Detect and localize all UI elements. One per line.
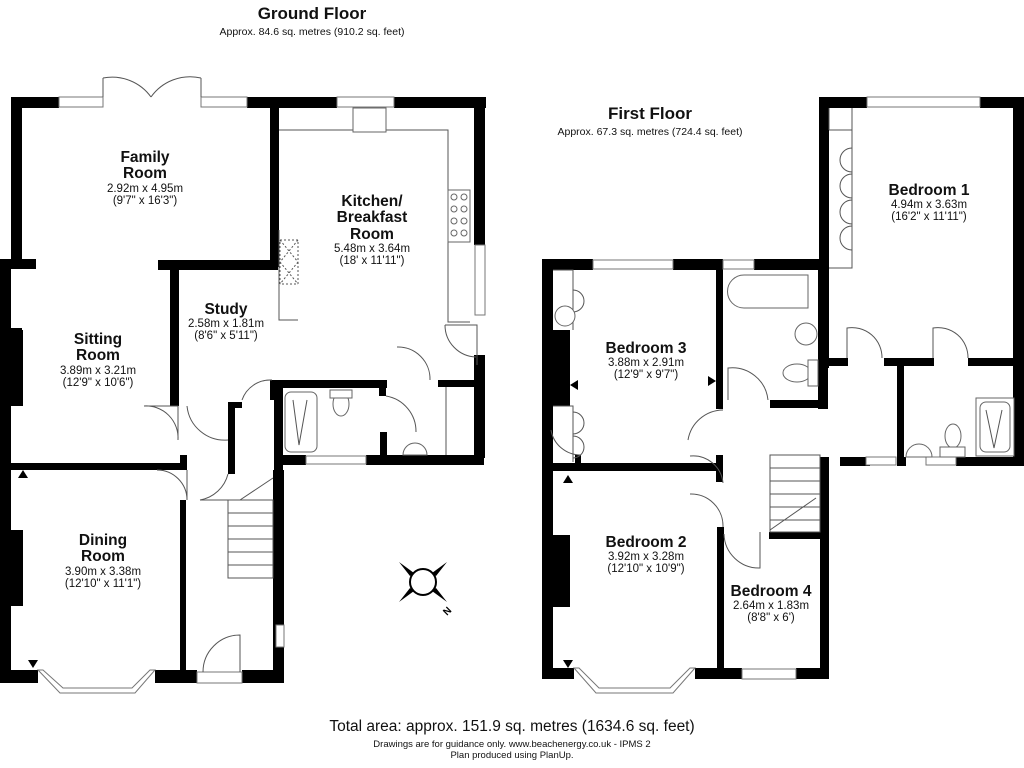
room-label-sitting-room: Sitting Room 3.89m x 3.21m (12'9" x 10'6… [59, 331, 137, 389]
first-floor-header: First Floor Approx. 67.3 sq. metres (724… [557, 104, 742, 138]
compass-icon: N [399, 562, 454, 618]
room-label-bedroom-1: Bedroom 1 4.94m x 3.63m (16'2" x 11'11") [888, 182, 970, 224]
room-label-study: Study 2.58m x 1.81m (8'6" x 5'11") [187, 301, 265, 343]
first-floor-title: First Floor [607, 104, 693, 123]
plan-footer: Total area: approx. 151.9 sq. metres (16… [329, 718, 694, 762]
room-label-bedroom-4: Bedroom 4 2.64m x 1.83m (8'8" x 6') [730, 583, 812, 625]
first-floor-area: Approx. 67.3 sq. metres (724.4 sq. feet) [557, 126, 743, 138]
plan-credit: Plan produced using PlanUp. [450, 749, 574, 761]
ground-floor-stairs [227, 477, 274, 579]
ground-floor-plan [0, 76, 486, 694]
total-area: Total area: approx. 151.9 sq. metres (16… [329, 718, 695, 735]
ground-floor-header: Ground Floor Approx. 84.6 sq. metres (91… [219, 4, 404, 38]
ground-floor-area: Approx. 84.6 sq. metres (910.2 sq. feet) [219, 26, 405, 38]
first-floor-stairs [769, 454, 821, 533]
first-floor-plan [542, 96, 1024, 694]
compass-north-label: N [441, 605, 454, 618]
room-label-family-room: Family Room 2.92m x 4.95m (9'7" x 16'3") [106, 149, 184, 207]
ground-floor-title: Ground Floor [257, 4, 367, 23]
disclaimer: Drawings are for guidance only. www.beac… [373, 739, 651, 750]
room-label-dining-room: Dining Room 3.90m x 3.38m (12'10" x 11'1… [64, 532, 142, 590]
room-label-bedroom-3: Bedroom 3 3.88m x 2.91m (12'9" x 9'7") [605, 340, 687, 382]
room-label-kitchen-breakfast-room: Kitchen/ Breakfast Room 5.48m x 3.64m (1… [333, 193, 411, 267]
room-label-bedroom-2: Bedroom 2 3.92m x 3.28m (12'10" x 10'9") [605, 534, 687, 576]
